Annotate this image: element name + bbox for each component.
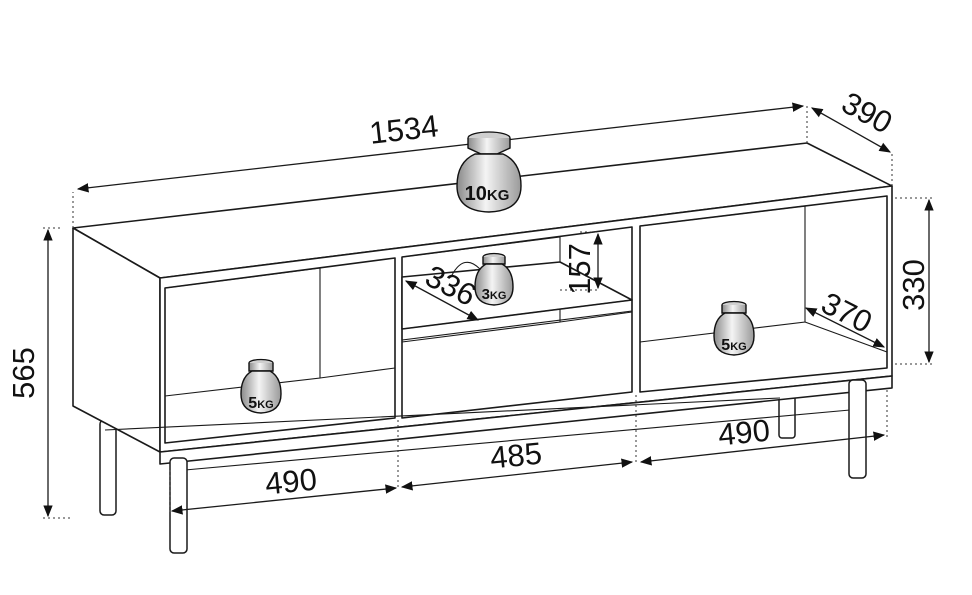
dimension-lines [43, 102, 934, 518]
weight-5kg-left-unit: KG [257, 399, 274, 411]
dim-line-right-width [639, 431, 886, 466]
weight-3kg-unit: KG [490, 290, 507, 302]
weight-5kg-left-icon: 5KG [240, 358, 282, 414]
dim-line-inner-depth [804, 307, 886, 348]
dim-line-shelf-depth [404, 280, 480, 321]
svg-text:3KG: 3KG [482, 286, 507, 303]
svg-text:5KG: 5KG [248, 395, 273, 412]
weight-5kg-left-value: 5 [248, 395, 257, 412]
label-total-height: 565 [6, 347, 41, 399]
weight-5kg-right-unit: KG [730, 341, 747, 353]
cabinet-bottom-rail [159, 375, 893, 465]
weight-10kg-value: 10 [465, 183, 487, 205]
weight-3kg-value: 3 [482, 286, 490, 303]
svg-text:10KG: 10KG [465, 183, 510, 205]
label-compartment-height: 330 [896, 259, 931, 311]
label-total-width: 1534 [368, 108, 440, 151]
weight-10kg-unit: KG [487, 187, 510, 204]
weight-10kg-icon: 10KG [456, 131, 522, 213]
dim-line-depth [810, 107, 892, 153]
dim-line-total-width [76, 102, 805, 193]
svg-text:5KG: 5KG [721, 337, 746, 354]
weight-5kg-right-value: 5 [721, 337, 730, 354]
label-depth: 390 [836, 85, 898, 141]
weight-3kg-icon: 3KG [451, 252, 514, 306]
label-right-width: 490 [717, 413, 772, 453]
weight-5kg-right-icon: 5KG [713, 300, 755, 356]
extension-lines [40, 106, 935, 519]
label-shelf-height: 157 [562, 243, 597, 295]
dim-line-middle-width [400, 458, 634, 491]
label-middle-width: 485 [489, 436, 544, 476]
label-left-width: 490 [264, 462, 319, 502]
dim-line-left-width [170, 484, 398, 515]
